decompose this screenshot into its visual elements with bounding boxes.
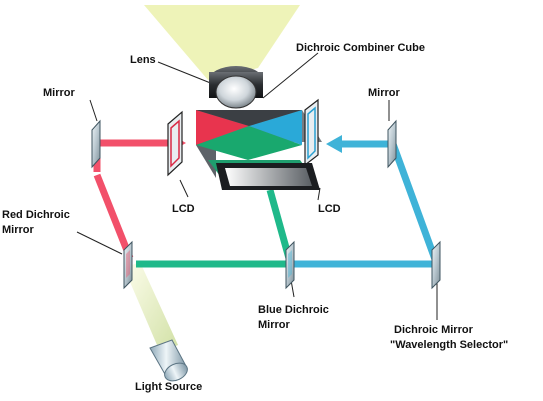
label-mirror-right: Mirror <box>368 87 401 99</box>
lcd-bottom-panel <box>216 163 320 190</box>
label-dichroic-mirror-1: Dichroic Mirror <box>394 324 474 336</box>
label-mirror-left: Mirror <box>43 87 76 99</box>
mirror-right <box>387 119 397 169</box>
blue-dichroic-mirror <box>285 240 295 290</box>
lcd-left-panel <box>167 110 183 177</box>
label-blue-dichroic-1: Blue Dichroic <box>258 304 329 316</box>
cube-blue-face <box>249 110 302 145</box>
cube-red-face <box>196 110 249 145</box>
cube-green-face <box>196 126 302 160</box>
lcd-right-panel <box>304 98 319 167</box>
light-source-beam <box>124 262 178 352</box>
lens <box>209 66 263 109</box>
label-light-source: Light Source <box>135 381 202 393</box>
light-source-bulb <box>149 339 188 382</box>
projection-beam <box>144 5 300 80</box>
mirror-left <box>91 119 101 169</box>
label-lcd-left: LCD <box>172 203 195 215</box>
label-red-dichroic-2: Mirror <box>2 224 35 236</box>
label-lens: Lens <box>130 54 156 66</box>
label-red-dichroic-1: Red Dichroic <box>2 209 70 221</box>
label-combiner: Dichroic Combiner Cube <box>296 42 425 54</box>
red-dichroic-mirror <box>123 240 133 290</box>
label-blue-dichroic-2: Mirror <box>258 319 291 331</box>
label-lcd-right: LCD <box>318 203 341 215</box>
wavelength-selector-mirror <box>431 240 441 290</box>
label-dichroic-mirror-2: "Wavelength Selector" <box>390 339 508 351</box>
dichroic-combiner-cube <box>196 110 322 178</box>
blue-beam-path <box>292 135 440 268</box>
